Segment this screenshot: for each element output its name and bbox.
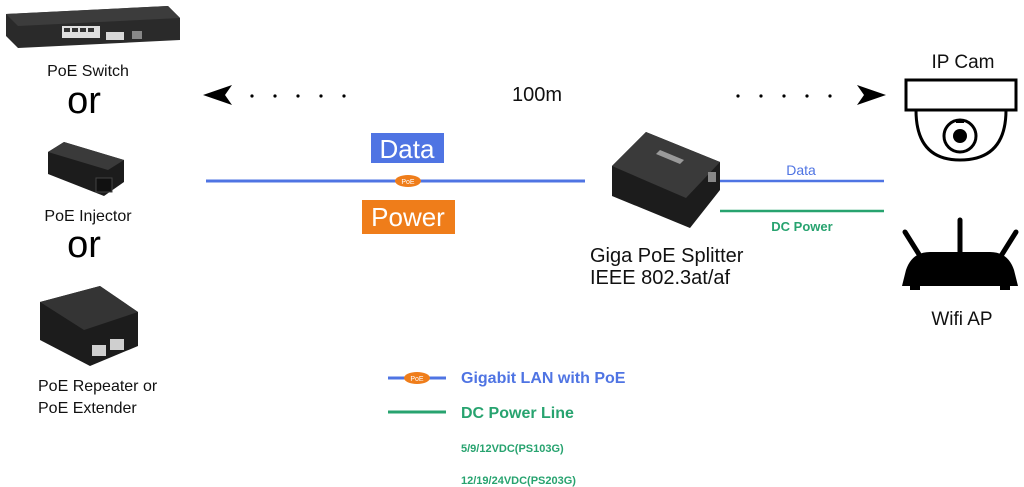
legend-poe-badge-label: PoE (410, 376, 424, 383)
output-power-label: DC Power (771, 219, 832, 234)
data-tag-label: Data (380, 134, 435, 164)
right-arrow-icon (857, 85, 886, 105)
distance-label: 100m (512, 84, 562, 106)
or-separator-2: or (67, 224, 101, 266)
splitter-label-line1: Giga PoE Splitter (590, 245, 744, 267)
left-arrow-icon (203, 85, 232, 105)
legend-note-2: 12/19/24VDC(PS203G) (461, 475, 576, 487)
data-tag: Data (371, 133, 444, 164)
power-tag-label: Power (371, 202, 445, 232)
poe-badge: PoE (395, 175, 421, 187)
poe-repeater-label-line1: PoE Repeater or (38, 378, 158, 395)
poe-injector-label: PoE Injector (44, 208, 132, 225)
ip-cam-label: IP Cam (931, 52, 994, 73)
poe-splitter-icon (612, 132, 720, 228)
legend: PoE Gigabit LAN with PoE DC Power Line 5… (388, 370, 626, 487)
poe-injector-icon (48, 142, 124, 196)
wifi-ap-label: Wifi AP (931, 309, 992, 330)
poe-repeater-icon (40, 286, 138, 366)
wifi-ap-icon (902, 217, 1019, 290)
poe-repeater-label-line2: PoE Extender (38, 400, 137, 417)
distance-indicator: 100m (203, 84, 886, 106)
legend-poe-badge (404, 372, 430, 384)
legend-lan-label: Gigabit LAN with PoE (461, 370, 626, 387)
poe-switch-label: PoE Switch (47, 63, 129, 80)
poe-badge-label: PoE (401, 179, 415, 186)
or-separator-1: or (67, 80, 101, 122)
splitter-label-line2: IEEE 802.3at/af (590, 267, 731, 289)
output-data-label: Data (786, 162, 816, 178)
legend-dc-label: DC Power Line (461, 405, 574, 422)
left-dots (250, 94, 346, 98)
poe-switch-icon (6, 6, 180, 48)
ip-cam-icon (904, 78, 1018, 162)
legend-note-1: 5/9/12VDC(PS103G) (461, 443, 564, 455)
power-tag: Power (362, 200, 455, 234)
right-dots (736, 94, 832, 98)
